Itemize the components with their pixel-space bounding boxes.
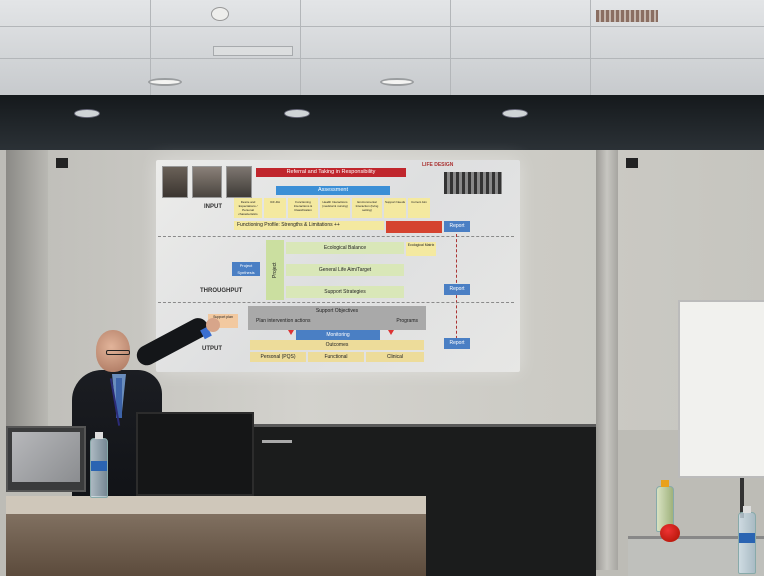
bottle-cap <box>661 480 669 487</box>
laptop <box>6 426 86 492</box>
plan-text: Plan intervention actions <box>256 318 311 324</box>
outcome-box: Personal (PQS) <box>250 352 306 362</box>
input-label: INPUT <box>204 204 222 210</box>
ceiling-soffit <box>0 95 764 150</box>
general-life-aim-box: General Life Aim/Target <box>286 264 404 276</box>
presenter-hand <box>206 318 220 332</box>
desk-top <box>6 496 426 514</box>
project-synthesis-box: Project Synthesis <box>232 262 260 276</box>
downlight <box>502 109 528 118</box>
flow-arrow <box>388 330 394 335</box>
flipchart-stand <box>740 478 744 518</box>
throughput-label: THROUGHPUT <box>200 288 243 294</box>
project-label: Project <box>266 240 284 300</box>
functioning-profile-bar: Functioning Profile: Strengths & Limitat… <box>234 221 384 230</box>
downlight <box>284 109 310 118</box>
section-divider <box>158 302 514 303</box>
support-objectives-label: Support Objectives <box>315 308 359 314</box>
portrait-photo <box>192 166 222 198</box>
outcome-box: Functional <box>308 352 364 362</box>
support-objectives-box: Support Objectives Plan intervention act… <box>248 306 426 330</box>
bottle-label <box>91 461 107 471</box>
programs-label: Programs <box>396 318 418 324</box>
portrait-photo <box>226 166 252 198</box>
water-bottle <box>738 506 756 574</box>
section-divider <box>158 236 514 237</box>
input-box: Environmental Interaction (living settin… <box>352 198 382 218</box>
input-box: Desire and Expectations / Personal chara… <box>234 198 262 218</box>
ceiling-vent <box>596 10 658 22</box>
ceiling-light <box>148 78 182 86</box>
bottle-cap <box>743 506 751 513</box>
presenter-head <box>96 330 130 372</box>
ecological-matrix-box: Ecological Matrix <box>406 242 436 256</box>
flow-arrow <box>288 330 294 335</box>
wall-pillar <box>596 150 618 570</box>
monitoring-box: Monitoring <box>296 330 380 340</box>
blackboard-fixture <box>262 440 292 443</box>
referral-banner: Referral and Taking in Responsibility <box>256 168 406 177</box>
input-box: Health Interactions (medical & nursing) <box>320 198 350 218</box>
ceiling-grid-line <box>0 26 764 27</box>
support-strategies-box: Support Strategies <box>286 286 404 298</box>
red-apple <box>660 524 680 542</box>
input-box: Support Needs <box>384 198 406 218</box>
ceiling-light <box>380 78 414 86</box>
ceiling-grid-line <box>450 0 451 95</box>
ceiling-grid-line <box>150 0 151 95</box>
ceiling-grid-line <box>590 0 591 95</box>
glasses-icon <box>106 350 130 355</box>
ceiling <box>0 0 764 95</box>
laptop-screen <box>12 432 80 482</box>
report-box: Report <box>444 284 470 295</box>
ceiling-grid-line <box>0 58 764 59</box>
ceiling-grid-line <box>300 0 301 95</box>
wall-speaker <box>626 158 638 168</box>
life-design-brand: LIFE DESIGN <box>422 162 454 168</box>
outcomes-bar: Outcomes <box>250 340 424 350</box>
outcome-box: Clinical <box>366 352 424 362</box>
presenter-tie <box>116 378 122 418</box>
report-box: Report <box>444 221 470 232</box>
report-box: Report <box>444 338 470 349</box>
input-box: ICF-DA <box>264 198 286 218</box>
desk-monitor <box>136 412 254 496</box>
input-box: Current Aim <box>408 198 430 218</box>
bottle-label <box>739 533 755 543</box>
light-fixture <box>213 46 293 56</box>
downlight <box>74 109 100 118</box>
projected-slide: Referral and Taking in Responsibility LI… <box>156 160 520 372</box>
profile-red-box <box>386 221 442 233</box>
support-objectives-row: Plan intervention actions Programs <box>248 316 426 326</box>
crowd-graphic <box>444 172 502 194</box>
assessment-bar: Assessment <box>276 186 390 195</box>
soda-bottle <box>656 480 674 532</box>
wall-speaker <box>56 158 68 168</box>
output-label: UTPUT <box>202 346 222 352</box>
smoke-detector <box>211 7 229 21</box>
water-bottle <box>90 432 108 498</box>
ecological-balance-box: Ecological Balance <box>286 242 404 254</box>
bottle-cap <box>95 432 103 439</box>
input-box: Functioning Interactions & Classificatio… <box>288 198 318 218</box>
flipchart-board <box>678 300 764 478</box>
portrait-photo <box>162 166 188 198</box>
wall-pillar <box>6 150 48 430</box>
